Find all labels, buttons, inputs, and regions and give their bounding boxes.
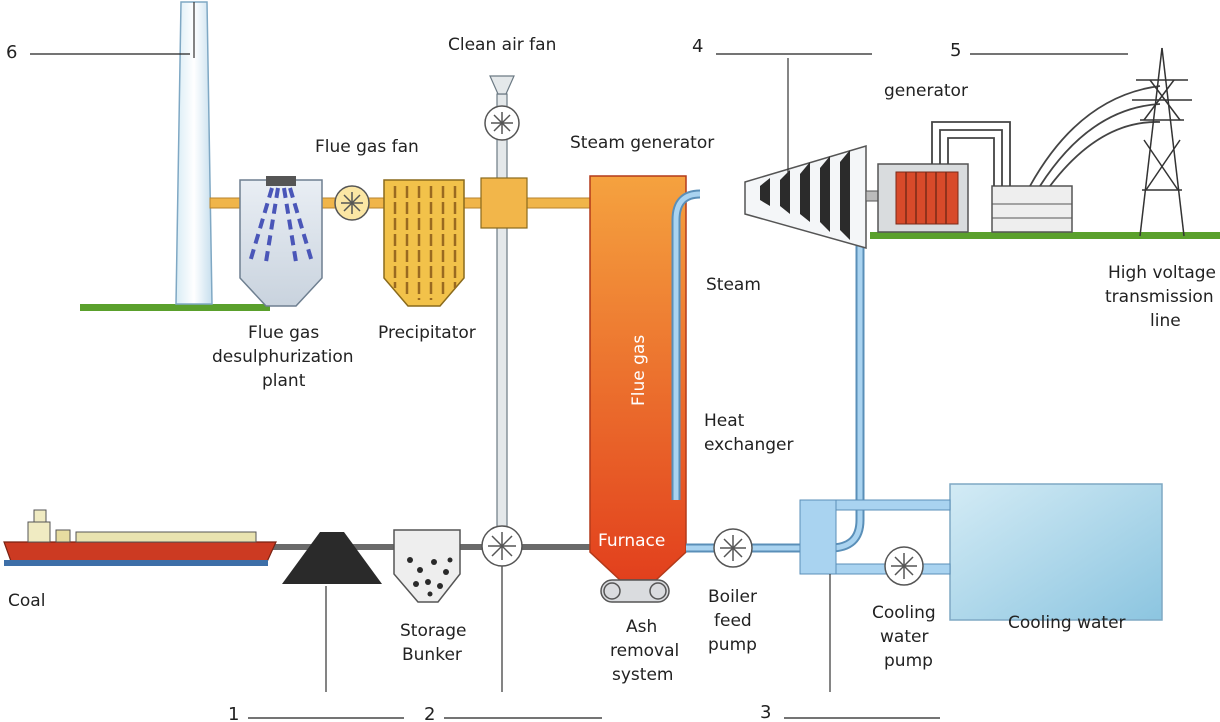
flue-gas-fan-icon — [334, 185, 370, 221]
label-flue-gas-fan: Flue gas fan — [315, 137, 419, 157]
label-furnace: Furnace — [598, 531, 665, 551]
label-coal: Coal — [8, 591, 45, 611]
turbine — [744, 58, 879, 249]
clean-air-duct — [489, 75, 515, 692]
label-exchanger: exchanger — [704, 435, 793, 455]
label-ash-2: removal — [610, 641, 679, 661]
coal-ship — [3, 509, 277, 566]
label-fgd-3: plant — [262, 371, 306, 391]
flue-gas-desulphurization-plant — [239, 176, 323, 307]
label-high-voltage-2: transmission — [1105, 287, 1214, 307]
storage-bunker — [393, 529, 461, 603]
label-precipitator: Precipitator — [378, 323, 476, 343]
cooling-water-tank — [799, 483, 1163, 692]
blank-number-6: 6 — [6, 42, 17, 63]
label-heat: Heat — [704, 411, 745, 431]
label-cooling-pump-2: water — [880, 627, 928, 647]
label-cooling-pump-1: Cooling — [872, 603, 936, 623]
ground-left — [80, 304, 270, 311]
label-flue-gas-vertical: Flue gas — [629, 335, 649, 406]
label-boiler-3: pump — [708, 635, 757, 655]
label-boiler-2: feed — [714, 611, 752, 631]
ash-removal-conveyor — [600, 579, 670, 603]
label-cooling-water: Cooling water — [1008, 613, 1126, 633]
blank-number-3: 3 — [760, 702, 771, 722]
precipitator — [383, 179, 465, 307]
label-high-voltage-1: High voltage — [1108, 263, 1216, 283]
clean-air-fan-icon — [484, 105, 520, 141]
label-generator: generator — [884, 81, 968, 101]
transformer — [991, 185, 1073, 233]
label-storage-2: Bunker — [402, 645, 462, 665]
blank-number-4: 4 — [692, 36, 703, 57]
coal-heap — [282, 532, 382, 584]
answer-lines — [30, 53, 1128, 719]
cooling-water-pump-icon — [884, 546, 924, 586]
steam-loop-pipe — [671, 189, 865, 553]
ground-right — [870, 232, 1220, 239]
label-high-voltage-3: line — [1150, 311, 1181, 331]
blank-number-2: 2 — [424, 704, 435, 722]
label-storage-1: Storage — [400, 621, 467, 641]
blank-number-5: 5 — [950, 40, 961, 61]
blank-number-1: 1 — [228, 704, 239, 722]
generator — [877, 163, 969, 233]
label-cooling-pump-3: pump — [884, 651, 933, 671]
boiler-feed-pump-icon — [713, 528, 753, 568]
label-steam: Steam — [706, 275, 761, 295]
label-ash-1: Ash — [626, 617, 657, 637]
chimney — [175, 1, 213, 305]
label-steam-generator: Steam generator — [570, 133, 714, 153]
label-fgd-2: desulphurization — [212, 347, 354, 367]
label-clean-air-fan: Clean air fan — [448, 35, 556, 55]
power-cables — [931, 85, 1161, 187]
label-ash-3: system — [612, 665, 673, 685]
label-boiler-1: Boiler — [708, 587, 757, 607]
air-preheater — [480, 177, 528, 229]
label-fgd-1: Flue gas — [248, 323, 319, 343]
transmission-pylon-icon — [1132, 47, 1192, 237]
coal-mill-fan-icon — [481, 525, 523, 567]
